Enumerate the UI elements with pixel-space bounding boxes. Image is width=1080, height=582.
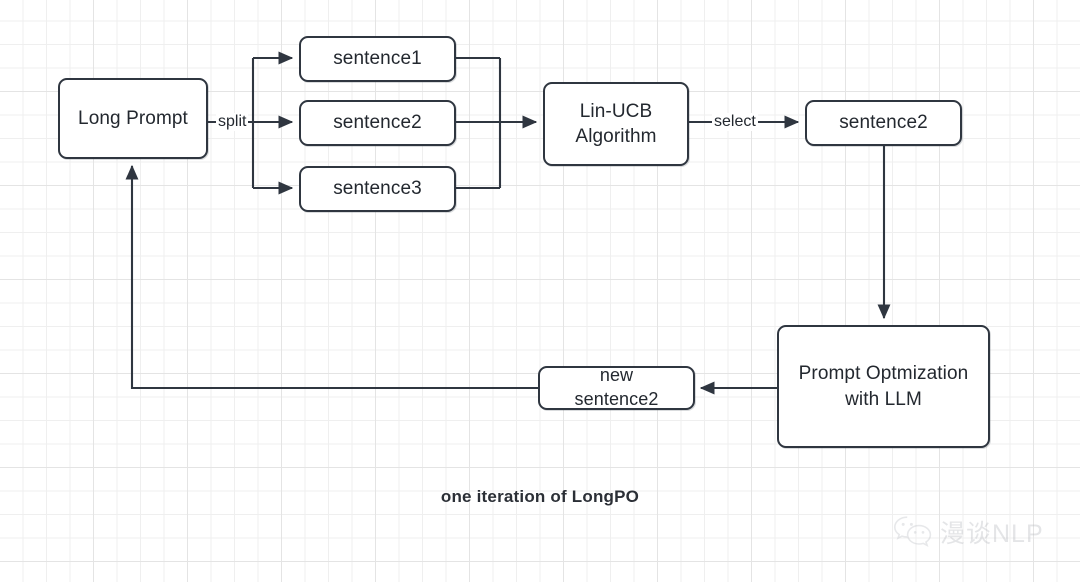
- diagram-caption-text: one iteration of LongPO: [440, 487, 640, 506]
- edge-label-split: split: [216, 113, 249, 131]
- node-selected-sentence2[interactable]: sentence2: [805, 100, 962, 146]
- node-long-prompt-label: Long Prompt: [78, 107, 188, 129]
- node-sentence2[interactable]: sentence2: [299, 100, 456, 146]
- diagram-caption: one iteration of LongPO: [0, 487, 1080, 507]
- node-prompt-optimization-label: Prompt Optmization with LLM: [798, 363, 969, 410]
- node-sentence1-label: sentence1: [333, 48, 422, 70]
- watermark: 漫谈NLP: [893, 515, 1044, 554]
- node-sentence3[interactable]: sentence3: [299, 166, 456, 212]
- watermark-text: 漫谈NLP: [940, 520, 1044, 548]
- node-long-prompt[interactable]: Long Prompt: [58, 78, 208, 159]
- node-new-sentence2[interactable]: new sentence2: [538, 365, 695, 410]
- node-prompt-optimization[interactable]: Prompt Optmization with LLM: [777, 325, 990, 448]
- node-lin-ucb-algorithm[interactable]: Lin-UCB Algorithm: [543, 82, 689, 166]
- edge-label-split-text: split: [218, 113, 247, 130]
- node-sentence1[interactable]: sentence1: [299, 36, 456, 82]
- wechat-icon: [893, 515, 933, 554]
- edge-label-select-text: select: [714, 113, 756, 130]
- edge-label-select: select: [712, 113, 758, 131]
- node-lin-ucb-algorithm-label: Lin-UCB Algorithm: [575, 100, 657, 147]
- node-new-sentence2-label: new sentence2: [574, 365, 659, 409]
- node-selected-sentence2-label: sentence2: [839, 112, 928, 134]
- node-sentence3-label: sentence3: [333, 178, 422, 200]
- node-sentence2-label: sentence2: [333, 112, 422, 134]
